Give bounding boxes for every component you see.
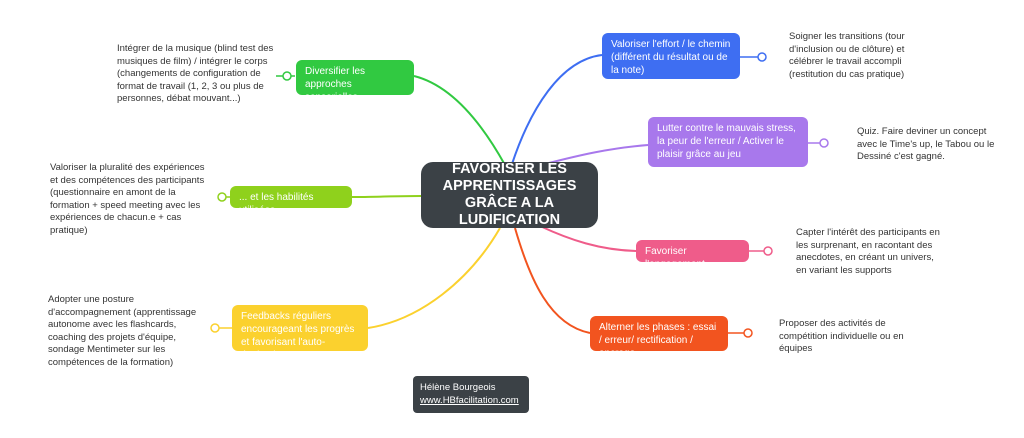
branch-effort-label: Valoriser l'effort / le chemin (différen… <box>611 39 731 76</box>
note-engagement: Capter l'intérêt des participants en les… <box>796 227 946 277</box>
note-skills-text: Valoriser la pluralité des expériences e… <box>50 162 205 236</box>
author-name: Hélène Bourgeois <box>420 382 496 393</box>
note-phases-text: Proposer des activités de compétition in… <box>779 318 904 354</box>
author-link[interactable]: www.HBfacilitation.com <box>420 395 519 406</box>
link-phases <box>514 227 591 334</box>
branch-skills[interactable]: ... et les habilités utilisées <box>230 186 352 216</box>
branch-effort[interactable]: Valoriser l'effort / le chemin (différen… <box>602 33 740 79</box>
branch-sensorial[interactable]: Diversifier les approches sensorielles..… <box>296 60 414 103</box>
note-effort: Soigner les transitions (tour d'inclusio… <box>789 31 919 81</box>
branch-sensorial-label: Diversifier les approches sensorielles..… <box>305 66 367 103</box>
connector-dot <box>819 138 829 148</box>
branch-phases[interactable]: Alterner les phases : essai / erreur/ re… <box>590 316 728 359</box>
branch-feedback[interactable]: Feedbacks réguliers encourageant les pro… <box>232 305 368 361</box>
note-sensorial-text: Intégrer de la musique (blind test des m… <box>117 43 274 104</box>
note-effort-text: Soigner les transitions (tour d'inclusio… <box>789 31 905 80</box>
author-box: Hélène Bourgeois www.HBfacilitation.com <box>413 376 529 413</box>
branch-phases-label: Alterner les phases : essai / erreur/ re… <box>599 322 717 359</box>
branch-skills-label: ... et les habilités utilisées <box>239 192 314 216</box>
branch-engagement-label: Favoriser l'engagement <box>645 246 705 270</box>
note-engagement-text: Capter l'intérêt des participants en les… <box>796 227 940 276</box>
branch-stress[interactable]: Lutter contre le mauvais stress, la peur… <box>648 117 808 167</box>
branch-feedback-label: Feedbacks réguliers encourageant les pro… <box>241 311 355 361</box>
note-stress: Quiz. Faire deviner un concept avec le T… <box>857 126 995 164</box>
link-feedback <box>367 227 501 329</box>
connector-dot <box>282 71 292 81</box>
link-engagement <box>539 225 637 252</box>
connector-dot <box>210 323 220 333</box>
note-phases: Proposer des activités de compétition in… <box>779 318 909 356</box>
link-effort <box>511 54 603 165</box>
note-feedback: Adopter une posture d'accompagnement (ap… <box>48 294 203 369</box>
branch-stress-label: Lutter contre le mauvais stress, la peur… <box>657 123 796 160</box>
link-stress <box>544 144 649 165</box>
note-stress-text: Quiz. Faire deviner un concept avec le T… <box>857 126 995 162</box>
branch-engagement[interactable]: Favoriser l'engagement <box>636 240 749 270</box>
connector-dot <box>763 246 773 256</box>
note-feedback-text: Adopter une posture d'accompagnement (ap… <box>48 294 197 368</box>
link-sensorial <box>413 75 506 166</box>
note-sensorial: Intégrer de la musique (blind test des m… <box>117 43 277 106</box>
central-topic-title: FAVORISER LES APPRENTISSAGES GRÂCE A LA … <box>442 161 577 228</box>
central-topic[interactable]: FAVORISER LES APPRENTISSAGES GRÂCE A LA … <box>421 161 598 228</box>
link-skills <box>351 195 422 198</box>
connector-dot <box>217 192 227 202</box>
note-skills: Valoriser la pluralité des expériences e… <box>50 162 205 237</box>
connector-dot <box>757 52 767 62</box>
connector-dot <box>743 328 753 338</box>
